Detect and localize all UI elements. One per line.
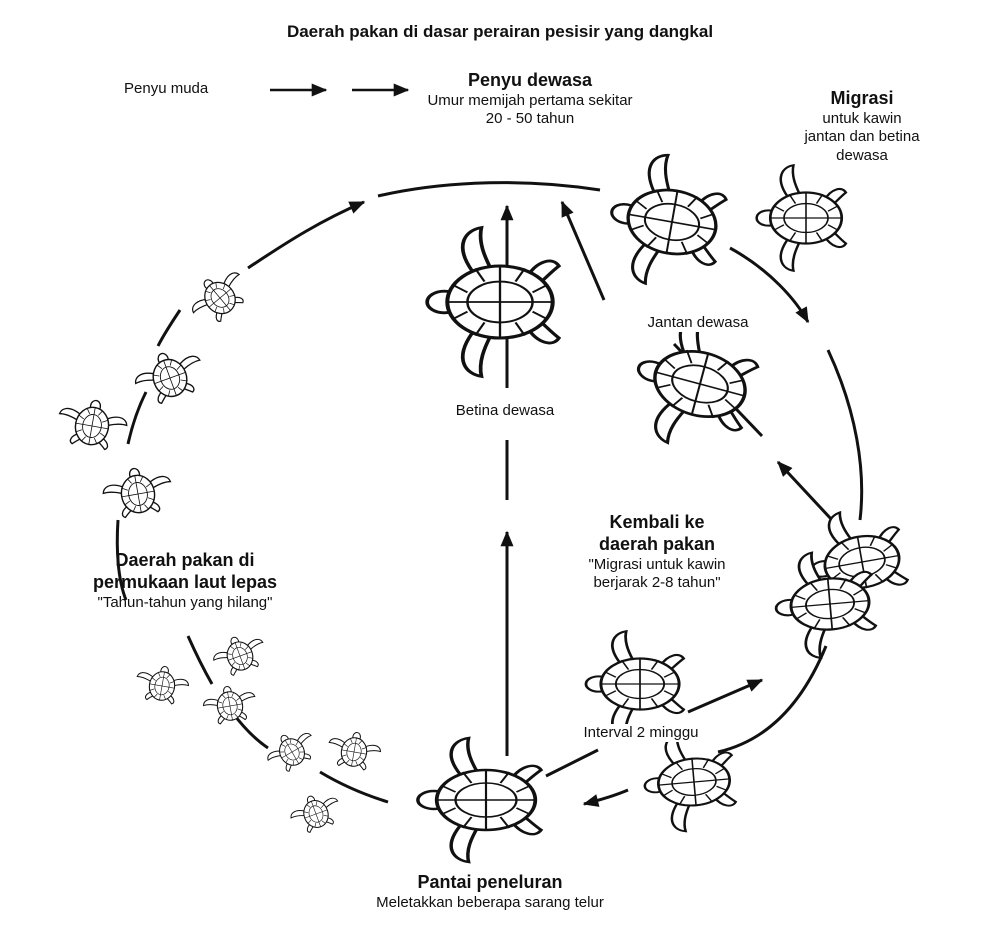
ring-bottom-right bbox=[584, 790, 628, 804]
turtle-migrating-large bbox=[601, 147, 732, 294]
turtle-juvenile-4 bbox=[100, 463, 175, 521]
interval-label: Interval 2 minggu bbox=[556, 724, 726, 742]
migration-title: Migrasi bbox=[762, 88, 962, 110]
turtle-juvenile-1 bbox=[183, 262, 255, 332]
return-feeding-desc-1: "Migrasi untuk kawin bbox=[552, 556, 762, 574]
turtle-hatchling-6 bbox=[286, 788, 344, 837]
turtle-returning bbox=[641, 730, 738, 834]
migration-block: Migrasi untuk kawin jantan dan betina de… bbox=[762, 88, 962, 165]
return-feeding-desc-2: berjarak 2-8 tahun" bbox=[552, 574, 762, 592]
female-adult-label: Betina dewasa bbox=[430, 402, 580, 420]
turtle-juvenile-3 bbox=[55, 395, 130, 453]
adult-turtle-desc-2: 20 - 50 tahun bbox=[400, 110, 660, 128]
interval-line bbox=[546, 750, 598, 776]
nesting-block: Pantai peneluran Meletakkan beberapa sar… bbox=[300, 872, 680, 912]
migration-line-2: jantan dan betina bbox=[762, 128, 962, 146]
ring-right-lower bbox=[718, 646, 826, 752]
return-feeding-block: Kembali ke daerah pakan "Migrasi untuk k… bbox=[552, 512, 762, 593]
turtle-hatchling-2 bbox=[134, 662, 191, 706]
return-feeding-title-2: daerah pakan bbox=[552, 534, 762, 556]
turtle-hatchling-3 bbox=[201, 682, 258, 726]
turtle-hatchling-4 bbox=[261, 723, 321, 777]
young-turtle-label: Penyu muda bbox=[124, 80, 274, 98]
ring-top-left bbox=[248, 202, 364, 268]
open-sea-block: Daerah pakan di permukaan laut lepas "Ta… bbox=[40, 550, 330, 612]
migration-line-3: dewasa bbox=[762, 147, 962, 165]
adult-turtle-title: Penyu dewasa bbox=[400, 70, 660, 92]
turtle-migrating-small bbox=[757, 165, 846, 270]
ring-top bbox=[378, 183, 600, 196]
male-adult-label: Jantan dewasa bbox=[618, 314, 778, 332]
turtle-adult-female bbox=[427, 228, 559, 377]
nesting-desc: Meletakkan beberapa sarang telur bbox=[300, 894, 680, 912]
turtle-interval bbox=[586, 631, 684, 736]
turtle-hatchling-1 bbox=[209, 629, 270, 680]
turtle-hatchling-5 bbox=[326, 728, 383, 772]
adult-turtle-block: Penyu dewasa Umur memijah pertama sekita… bbox=[400, 70, 660, 129]
open-sea-desc: "Tahun-tahun yang hilang" bbox=[40, 594, 330, 612]
nesting-title: Pantai peneluran bbox=[300, 872, 680, 894]
open-sea-title-1: Daerah pakan di bbox=[40, 550, 330, 572]
diagram-title: Daerah pakan di dasar perairan pesisir y… bbox=[150, 22, 850, 43]
open-sea-title-2: permukaan laut lepas bbox=[40, 572, 330, 594]
turtle-nesting bbox=[418, 738, 541, 862]
interval-arrow bbox=[688, 680, 762, 712]
ring-right-upper bbox=[730, 248, 808, 322]
adult-turtle-desc-1: Umur memijah pertama sekitar bbox=[400, 92, 660, 110]
return-feeding-title-1: Kembali ke bbox=[552, 512, 762, 534]
migration-line-1: untuk kawin bbox=[762, 110, 962, 128]
